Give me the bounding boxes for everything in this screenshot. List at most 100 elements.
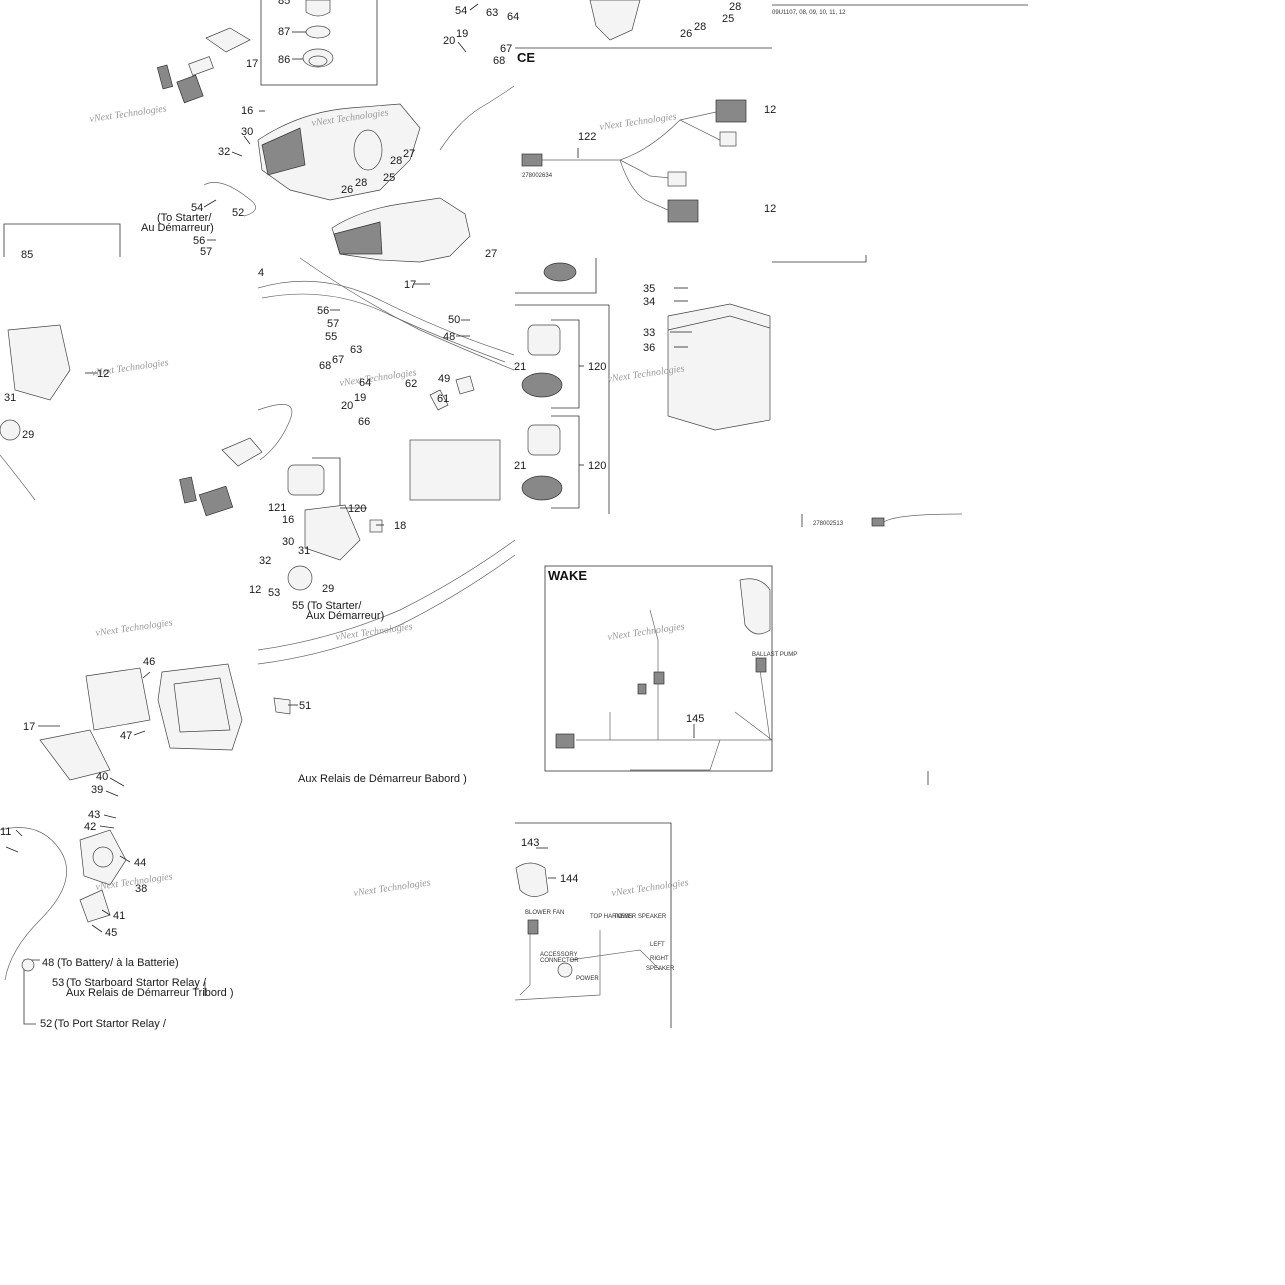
pump-120a-base: [521, 372, 563, 398]
callout-120: 120: [588, 460, 606, 472]
note-port-relay-fr: Aux Relais de Démarreur Babord ): [298, 773, 467, 785]
cable-lower-1: [257, 539, 516, 651]
ce-connector-left: [521, 153, 543, 167]
callout-40: 40: [96, 771, 108, 783]
callout-67: 67: [332, 354, 344, 366]
wake-connector-a: [637, 683, 647, 695]
note-starboard-relay-en: (To Starboard Startor Relay /: [66, 977, 207, 989]
wake-lower-cable-c: [514, 930, 601, 1001]
section-title-wake: WAKE: [548, 568, 587, 583]
engine-cover-middle-grill: [333, 221, 383, 255]
callout-19: 19: [456, 28, 468, 40]
callout-64: 64: [359, 377, 371, 389]
wake-connector-b: [653, 671, 665, 685]
callout-31: 31: [298, 545, 310, 557]
part-filter-mid-a: [179, 476, 197, 504]
wake-harness-right: [734, 711, 773, 741]
bracket-16: [304, 504, 361, 561]
callout-56: 56: [317, 305, 329, 317]
leader-lines: [5, 3, 695, 933]
callout-20: 20: [341, 400, 353, 412]
part-17-cover: [205, 27, 251, 53]
callout-122: 122: [578, 131, 596, 143]
cable-ce-1: [439, 85, 515, 151]
battery-box: [667, 303, 771, 431]
part-144-speaker: [515, 862, 549, 897]
pump-120a: [527, 324, 561, 356]
part-86-inner: [308, 55, 328, 67]
wake-harness-right-up: [759, 669, 771, 741]
ce-connector-mid: [719, 131, 737, 147]
part-44-center: [92, 846, 114, 868]
ce-connector-top: [715, 99, 747, 123]
callout-121: 121: [268, 502, 286, 514]
engine-cover-upper-grill: [261, 127, 306, 176]
callout-32: 32: [218, 146, 230, 158]
callout-45: 45: [105, 927, 117, 939]
cable-54: [203, 182, 256, 217]
part-drawings: [0, 0, 963, 1001]
callout-28: 28: [694, 21, 706, 33]
frame-120a: [551, 319, 580, 409]
cable-left-drop: [257, 404, 293, 461]
battery-tray-edge: [667, 315, 771, 331]
note-to-starter: (To Starter/: [157, 212, 212, 224]
callout-17: 17: [23, 721, 35, 733]
callout-66: 66: [358, 416, 370, 428]
label-right: RIGHT: [650, 956, 669, 962]
pump-120b: [527, 424, 561, 456]
ce-connector-bottom: [667, 199, 699, 223]
bracket-left: [7, 324, 71, 401]
callouts: 87 86 54 63 64 20 19 67 68 28 25 26 28 1…: [0, 0, 776, 1030]
callout-16: 16: [241, 105, 253, 117]
watermark: vNext Technologies: [335, 621, 414, 643]
wake-frame: [544, 565, 773, 772]
callout-32: 32: [259, 555, 271, 567]
wiring-labels: BALLAST PUMP ACCESSORY CONNECTOR BLOWER …: [525, 652, 797, 982]
callout-34: 34: [643, 296, 655, 308]
wake-lower-plug: [527, 919, 539, 935]
callout-55: 55: [292, 600, 304, 612]
label-left: LEFT: [650, 942, 665, 948]
part-17c-bracket: [39, 729, 111, 781]
label-tower-speaker: TOWER SPEAKER: [614, 914, 667, 920]
wake-harness-low: [630, 739, 721, 771]
callout-20: 20: [443, 35, 455, 47]
wake-lower-cable-a: [519, 920, 531, 996]
note-aux-demarreur-55: Aux Démarreur): [306, 610, 384, 622]
wake-part-connector: [871, 517, 885, 527]
callout-16: 16: [282, 514, 294, 526]
callout-62: 62: [405, 378, 417, 390]
callout-31: 31: [4, 392, 16, 404]
part-48b: [21, 958, 35, 972]
cable-main-1: [257, 280, 515, 356]
wake-part-number: 278002513: [813, 521, 844, 527]
callout-25: 25: [722, 13, 734, 25]
note-to-starter-55: (To Starter/: [307, 600, 362, 612]
right-frame-bottom: [772, 255, 867, 263]
note-starboard-relay-fr: Aux Relais de Démarreur Tribord ): [66, 987, 234, 999]
callout-17: 17: [246, 58, 258, 70]
callout-46: 46: [143, 656, 155, 668]
wake-harness-up: [649, 609, 659, 740]
detail-box-85-87: [260, 0, 378, 86]
leader-bracket: [23, 959, 40, 1025]
ce-harness-branch-c: [619, 159, 669, 211]
tank-frame: [515, 304, 610, 514]
callout-44: 44: [134, 857, 146, 869]
ce-harness-branch-d: [679, 119, 721, 141]
callout-11: 11: [0, 826, 11, 838]
callout-63: 63: [486, 7, 498, 19]
watermark: vNext Technologies: [89, 103, 168, 125]
note-to-battery: (To Battery/ à la Batterie): [57, 957, 179, 969]
watermark: vNext Technologies: [599, 111, 678, 133]
part-cover-mid: [221, 437, 263, 467]
callout-41: 41: [113, 910, 125, 922]
callout-143: 143: [521, 837, 539, 849]
part-46-opening: [173, 677, 231, 733]
callout-25: 25: [383, 172, 395, 184]
engine-cover-upper: [257, 103, 421, 201]
callout-68: 68: [319, 360, 331, 372]
battery-block: [409, 439, 501, 501]
